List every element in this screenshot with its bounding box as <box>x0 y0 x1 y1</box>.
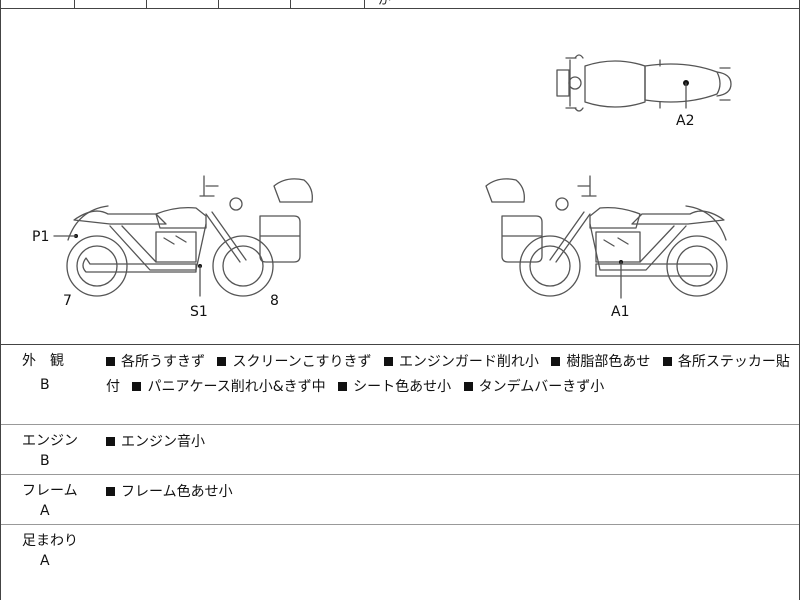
note-item: フレーム色あせ小 <box>106 484 233 500</box>
motorcycle-top-view: A2 <box>556 54 732 129</box>
label-a1: A1 <box>611 304 629 320</box>
note-item: 樹脂部色あせ <box>551 354 650 370</box>
note-item: タンデムバーきず小 <box>463 379 604 395</box>
top-cell <box>146 0 219 8</box>
section-label: エンジン <box>22 433 78 449</box>
note-continuation: 付 <box>106 379 120 395</box>
left-handlebar <box>199 175 219 197</box>
section-engine: エンジン B エンジン音小 <box>0 424 800 475</box>
section-notes: 各所うすきず スクリーンこすりきず エンジンガード削れ小 樹脂部色あせ 各所ステ… <box>106 350 796 400</box>
section-exterior: 外 観 B 各所うすきず スクリーンこすりきず エンジンガード削れ小 樹脂部色あ… <box>0 344 800 425</box>
left-rear-wheel-hub <box>76 245 118 287</box>
top-cell <box>218 0 291 8</box>
left-tank <box>155 206 207 229</box>
top-view-seat <box>644 63 721 103</box>
section-label: フレーム <box>22 483 78 499</box>
top-cell <box>0 0 75 8</box>
motorcycle-diagram-svg: A2 <box>32 54 732 320</box>
top-cell <box>290 0 365 8</box>
motorcycle-right-side: A1 <box>485 175 728 320</box>
section-grade: A <box>40 553 50 569</box>
note-item: スクリーンこすりきず <box>217 354 371 370</box>
right-fork <box>549 211 591 263</box>
label-left-number: 7 <box>63 293 72 309</box>
note-item: 各所うすきず <box>106 354 205 370</box>
motorcycle-left-side: P1 S1 7 8 <box>32 175 313 320</box>
left-front-wheel-hub <box>222 245 264 287</box>
right-rear-wheel <box>666 235 728 297</box>
notes-line-1: 各所うすきず スクリーンこすりきず エンジンガード削れ小 樹脂部色あせ 各所ステ… <box>106 350 796 375</box>
section-label: 足まわり <box>22 533 78 549</box>
left-frame <box>109 223 207 271</box>
right-rear-fender <box>685 205 727 241</box>
note-item: エンジンガード削れ小 <box>383 354 539 370</box>
label-right-number: 8 <box>270 293 279 309</box>
right-seat <box>631 210 725 225</box>
section-notes: エンジン音小 <box>106 430 796 455</box>
label-p1: P1 <box>32 229 49 245</box>
notes-line-2: 付 パニアケース削れ小&きず中 シート色あせ小 タンデムバーきず小 <box>106 375 796 400</box>
top-table-strip: が <box>0 0 800 9</box>
top-cell <box>74 0 147 8</box>
top-view-rear-fender <box>716 71 732 97</box>
left-rear-wheel <box>66 235 128 297</box>
section-grade: B <box>40 377 50 393</box>
top-view-pipes <box>659 59 731 109</box>
right-frame <box>589 223 687 271</box>
section-frame: フレーム A フレーム色あせ小 <box>0 474 800 525</box>
section-grade: B <box>40 453 50 469</box>
right-handlebar <box>577 175 597 197</box>
sheet-left-border <box>0 0 1 600</box>
left-rear-fender <box>67 205 109 241</box>
left-headlight <box>229 197 243 211</box>
note-item: エンジン音小 <box>106 434 205 450</box>
label-a2: A2 <box>676 113 694 129</box>
right-pannier <box>501 215 543 263</box>
note-item: パニアケース削れ小&きず中 <box>132 379 326 395</box>
left-fork <box>205 211 247 263</box>
section-notes: フレーム色あせ小 <box>106 480 796 505</box>
section-suspension: 足まわり A <box>0 524 800 600</box>
left-engine <box>155 231 197 263</box>
right-engine <box>595 231 641 263</box>
section-label: 外 観 <box>22 353 64 369</box>
right-headlight <box>555 197 569 211</box>
top-view-rear-wheel <box>556 69 570 97</box>
left-top-box <box>273 178 313 203</box>
right-tank <box>589 206 641 229</box>
label-s1: S1 <box>190 304 208 320</box>
section-grade: A <box>40 503 50 519</box>
left-seat <box>73 210 167 225</box>
right-exhaust <box>595 263 714 277</box>
right-front-wheel <box>519 235 581 297</box>
left-exhaust <box>82 257 197 273</box>
right-rear-wheel-hub <box>676 245 718 287</box>
top-view-tank <box>584 60 646 108</box>
top-cut-text: が <box>378 0 483 8</box>
top-view-mirror <box>574 54 584 112</box>
top-view-headlight <box>568 76 582 90</box>
right-top-box <box>485 178 525 203</box>
left-front-wheel <box>212 235 274 297</box>
right-front-wheel-hub <box>529 245 571 287</box>
left-pannier <box>259 215 301 263</box>
note-item: 各所ステッカー貼 <box>662 354 790 370</box>
note-item: シート色あせ小 <box>338 379 451 395</box>
damage-diagram: A2 <box>0 8 800 345</box>
top-view-handlebar <box>565 57 577 109</box>
